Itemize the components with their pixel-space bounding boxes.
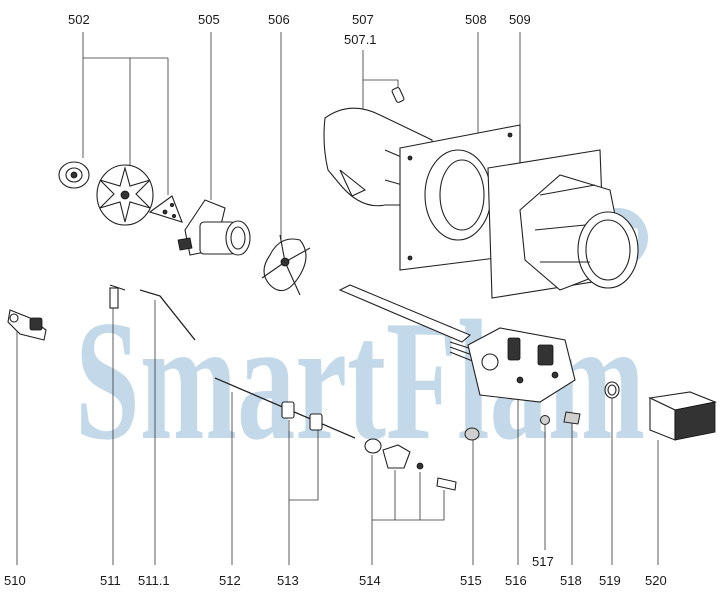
label-514: 514 bbox=[359, 573, 381, 588]
part-519-spring bbox=[604, 381, 620, 399]
part-511-1-electrode-rod bbox=[139, 289, 196, 341]
label-509: 509 bbox=[509, 12, 531, 27]
part-502-fan-disc bbox=[96, 164, 154, 226]
label-518: 518 bbox=[560, 573, 582, 588]
label-505: 505 bbox=[198, 12, 220, 27]
part-520-control-box bbox=[648, 391, 717, 441]
label-502: 502 bbox=[68, 12, 90, 27]
part-513-clips bbox=[281, 401, 323, 431]
part-509-burner-head bbox=[487, 149, 639, 299]
part-506-swirl-vane bbox=[261, 234, 311, 296]
label-512: 512 bbox=[219, 573, 241, 588]
part-515-plug bbox=[464, 427, 480, 441]
part-502-flange bbox=[58, 161, 90, 189]
label-515: 515 bbox=[460, 573, 482, 588]
part-516-control-plate bbox=[467, 327, 576, 403]
part-518-fitting bbox=[563, 411, 581, 425]
label-510: 510 bbox=[4, 573, 26, 588]
label-507-1: 507.1 bbox=[344, 32, 377, 47]
part-510-photocell bbox=[7, 309, 47, 341]
label-507: 507 bbox=[352, 12, 374, 27]
part-514-seal-set bbox=[364, 438, 457, 491]
label-511: 511 bbox=[100, 573, 121, 588]
label-520: 520 bbox=[645, 573, 667, 588]
label-516: 516 bbox=[505, 573, 527, 588]
leader-lines bbox=[16, 32, 659, 565]
label-519: 519 bbox=[599, 573, 621, 588]
part-505-nozzle-assembly bbox=[177, 199, 251, 256]
part-labels: 502 505 506 507 507.1 508 509 510 511 51… bbox=[4, 12, 667, 588]
label-517: 517 bbox=[532, 554, 554, 569]
part-507-1-pin bbox=[391, 87, 405, 103]
label-513: 513 bbox=[277, 573, 299, 588]
label-508: 508 bbox=[465, 12, 487, 27]
label-506: 506 bbox=[268, 12, 290, 27]
part-511-electrode bbox=[109, 284, 126, 309]
label-511-1: 511.1 bbox=[138, 573, 170, 588]
part-517-nut bbox=[540, 415, 550, 425]
part-502-plate bbox=[148, 195, 183, 223]
